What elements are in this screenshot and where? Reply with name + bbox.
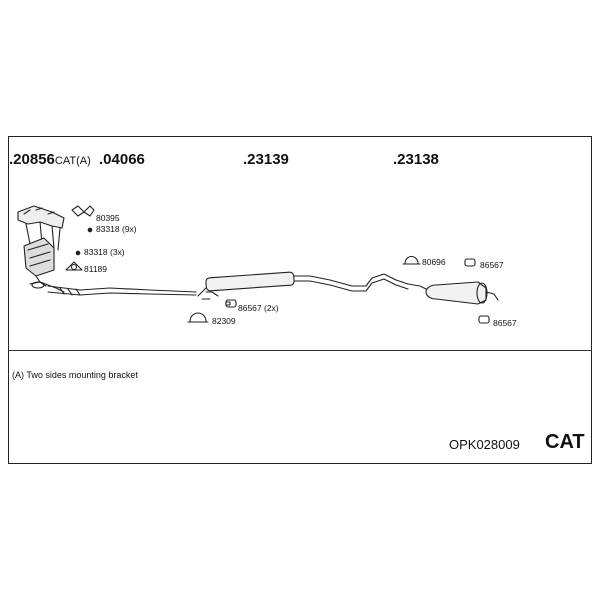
part-label-front-pipe: .04066	[99, 151, 145, 168]
catalyst-manifold-drawing	[17, 205, 65, 293]
label-82309: 82309	[212, 316, 236, 326]
reference-code: OPK028009	[449, 437, 520, 452]
category-label: CAT	[545, 431, 585, 453]
label-86567-upper: 86567	[480, 260, 504, 270]
label-83318-9x: 83318 (9x)	[96, 224, 137, 234]
label-81189: 81189	[84, 264, 108, 274]
part-label-rear-silencer: .23138	[393, 151, 439, 168]
footnote: (A) Two sides mounting bracket	[12, 370, 138, 380]
spring-clamp-icon	[65, 261, 83, 271]
middle-silencer-drawing	[197, 271, 409, 300]
diagram-frame	[8, 136, 592, 464]
clamp-icon	[187, 255, 421, 323]
label-86567-lower: 86567	[493, 318, 517, 328]
front-pipe-drawing	[47, 285, 197, 296]
part-label-catalyst: .20856CAT(A)	[9, 151, 91, 168]
nut-icon	[75, 227, 93, 256]
gasket-icon	[71, 205, 95, 217]
part-label-middle-silencer: .23139	[243, 151, 289, 168]
label-83318-3x: 83318 (3x)	[84, 247, 125, 257]
rear-silencer-drawing	[407, 281, 499, 305]
rubber-mount-icon	[225, 258, 490, 324]
label-86567-2x: 86567 (2x)	[238, 303, 279, 313]
section-divider	[8, 350, 592, 351]
label-80696: 80696	[422, 257, 446, 267]
label-80395: 80395	[96, 213, 120, 223]
